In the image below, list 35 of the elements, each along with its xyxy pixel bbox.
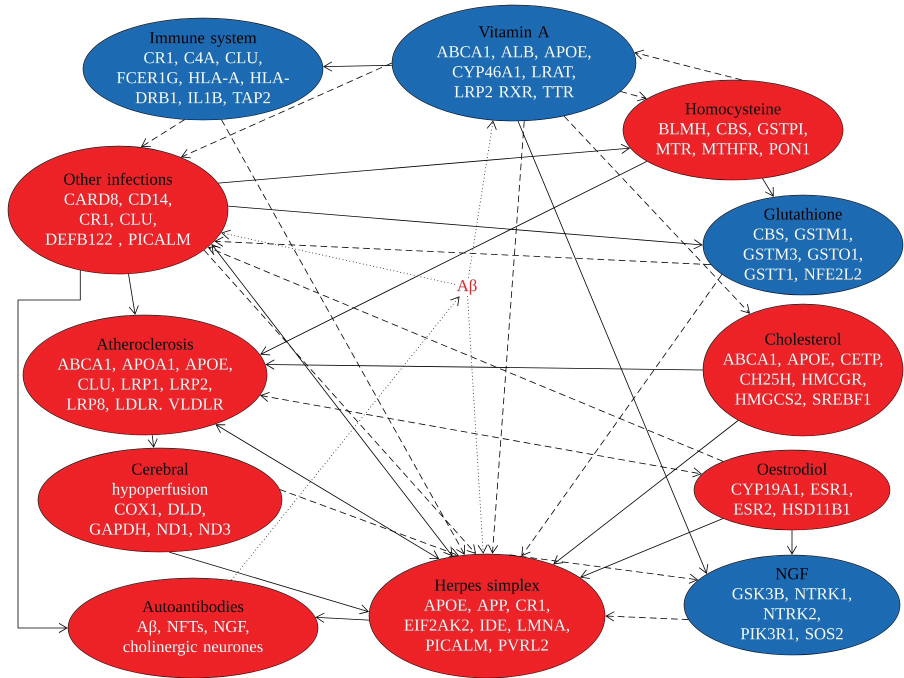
arrow xyxy=(488,120,525,554)
arrow xyxy=(564,116,750,314)
arrow xyxy=(580,518,724,579)
arrow xyxy=(467,296,488,554)
arrow xyxy=(18,270,81,634)
arrow xyxy=(634,50,742,80)
arrow xyxy=(260,392,702,478)
arrow xyxy=(221,119,465,555)
arrow xyxy=(521,274,722,556)
arrow xyxy=(128,274,139,315)
arrow xyxy=(168,552,369,614)
arrow xyxy=(260,160,648,356)
arrow xyxy=(518,120,708,574)
arrow xyxy=(605,611,689,622)
arrow xyxy=(279,489,459,558)
arrow xyxy=(214,236,712,265)
arrow xyxy=(221,230,456,285)
arrow xyxy=(228,206,703,250)
arrow xyxy=(762,178,774,197)
node-label: Aβ xyxy=(455,278,479,296)
arrow xyxy=(786,530,798,555)
arrow xyxy=(468,120,497,278)
arrow xyxy=(508,554,698,584)
arrow xyxy=(231,296,460,581)
arrow xyxy=(323,61,392,72)
arrow xyxy=(215,424,440,560)
arrow xyxy=(148,434,158,448)
arrow xyxy=(180,62,392,158)
arrow xyxy=(315,612,370,623)
arrow xyxy=(553,420,738,564)
arrow xyxy=(208,246,724,462)
arrow xyxy=(265,360,704,370)
arrow xyxy=(140,119,185,148)
arrow xyxy=(218,144,630,184)
arrow xyxy=(620,91,647,102)
